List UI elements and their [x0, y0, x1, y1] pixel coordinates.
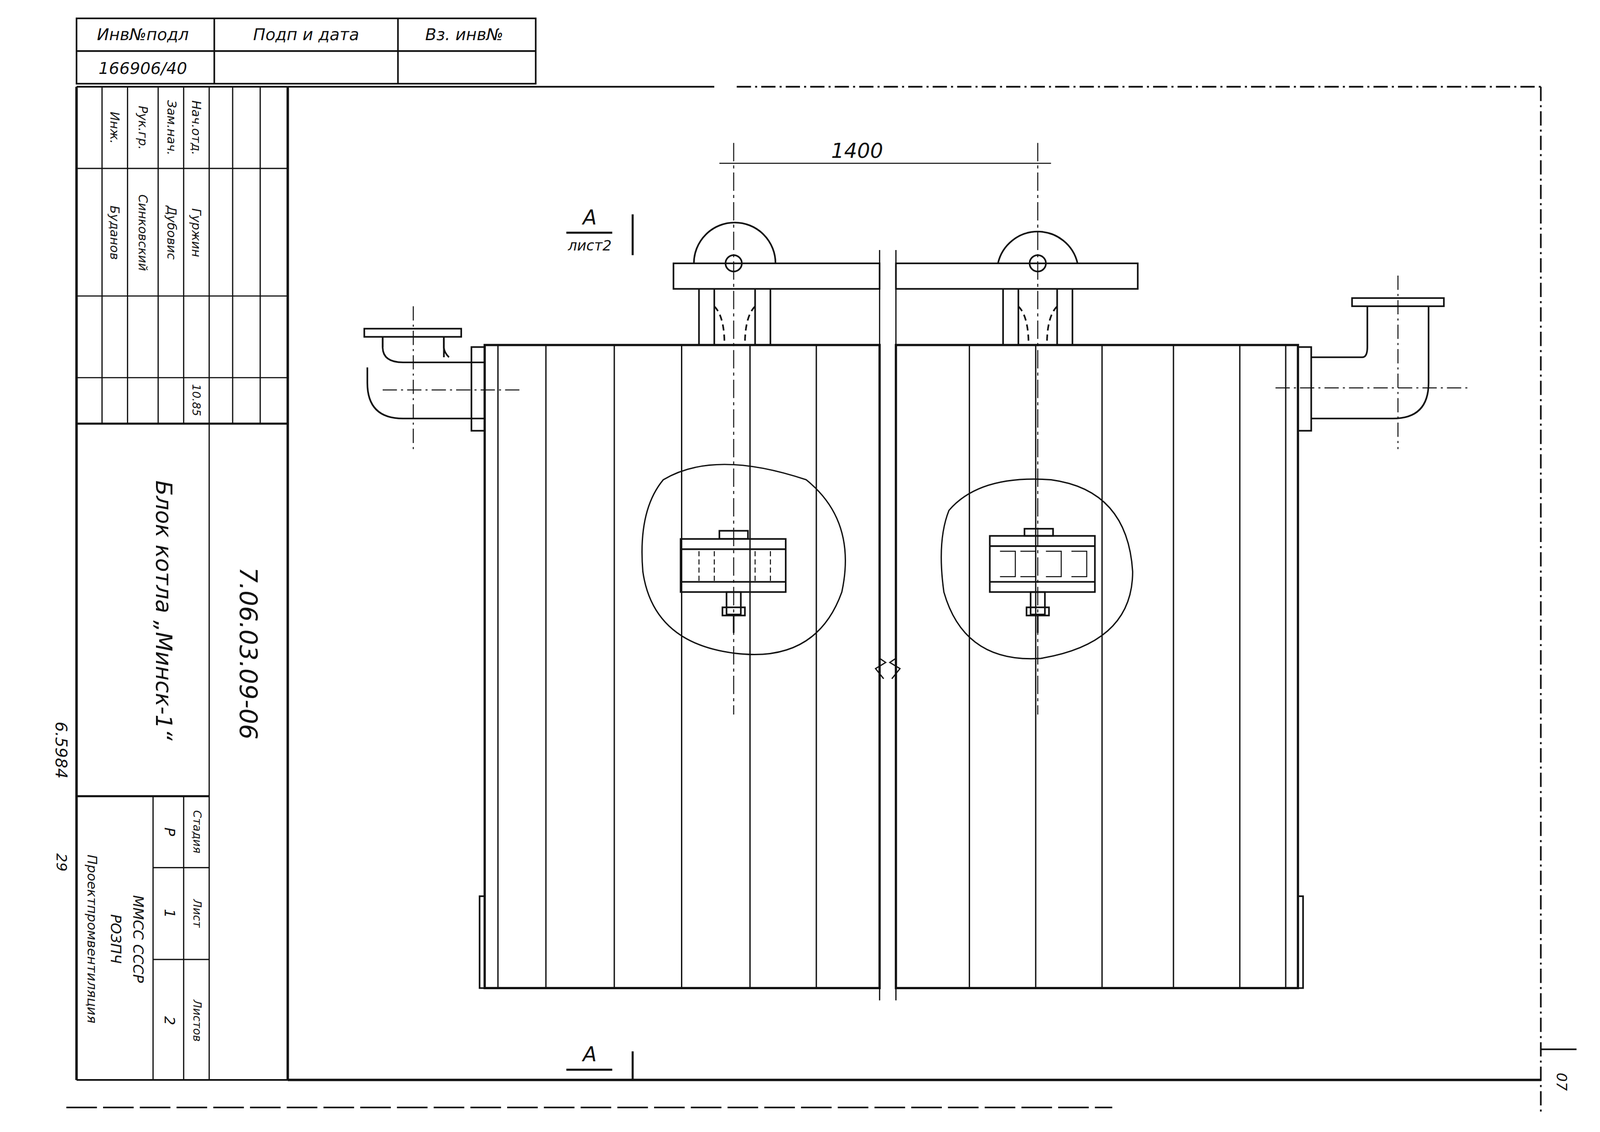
sheet-reference: лист2	[567, 238, 612, 254]
organization-text: Проектпромвентиляция	[85, 854, 99, 1024]
inventory-number: 166906/40	[98, 60, 188, 77]
date-text: 10.85	[190, 384, 202, 416]
table-cell: Р	[162, 827, 177, 837]
section-mark: А	[582, 207, 598, 228]
organization-text: РОЗПЧ	[108, 914, 123, 964]
header-cell: Вз. инв№	[425, 26, 504, 43]
surname-text: Дубовис	[165, 205, 178, 260]
role-text: Инж.	[108, 111, 121, 144]
role-text: Зам.нач.	[165, 99, 178, 156]
role-text: Нач.отд.	[189, 100, 203, 156]
table-cell: 1	[162, 908, 177, 918]
dimension-text: 1400	[831, 140, 884, 162]
organization-text: ММСС СССР	[130, 894, 145, 983]
table-cell: Стадия	[191, 810, 203, 853]
section-mark: А	[582, 1044, 598, 1065]
table-cell: Листов	[191, 999, 203, 1042]
table-cell: 2	[162, 1015, 177, 1025]
role-text: Рук.гр.	[136, 105, 150, 150]
sheet-number: 29	[54, 853, 69, 872]
surname-text: Гуржин	[189, 208, 203, 258]
header-cell: Инв№подл	[97, 26, 189, 43]
surname-text: Синковский	[136, 194, 150, 271]
header-cell: Подп и дата	[253, 26, 359, 43]
stamp-text: 07	[1553, 1072, 1569, 1091]
archive-number: 6.5984	[52, 721, 70, 779]
table-cell: Лист	[191, 898, 203, 928]
surname-text: Буданов	[108, 205, 121, 260]
drawing-number: 7.06.03.09-06	[235, 566, 261, 740]
drawing-title: Блок котла „Минск-1“	[151, 480, 175, 741]
